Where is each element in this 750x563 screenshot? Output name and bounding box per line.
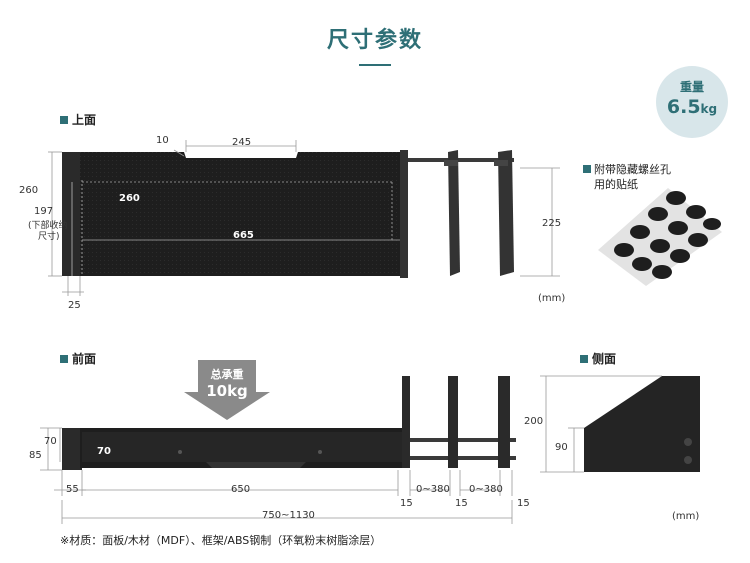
dim-top-245: 245 <box>232 137 252 148</box>
weight-value-wrap: 6.5kg <box>656 96 728 118</box>
dim-top-197-note-1: (下部收纳 <box>28 221 68 231</box>
weight-value: 6.5 <box>666 96 701 118</box>
material-note: ※材质：面板/木材（MDF）、框架/ABS钢制（环氧粉末树脂涂层） <box>60 534 382 547</box>
dim-top-260-left: 260 <box>19 185 39 196</box>
dim-side-90: 90 <box>555 442 568 453</box>
square-bullet-icon <box>60 116 68 124</box>
unit-note-top: (mm) <box>538 293 566 304</box>
dim-front-70-left: 70 <box>44 436 57 447</box>
weight-unit: kg <box>700 102 718 116</box>
front-view-product <box>62 376 516 470</box>
front-view-dimension-lines <box>40 427 513 524</box>
weight-badge: 重量 6.5kg <box>656 66 728 138</box>
dim-front-55: 55 <box>66 484 79 495</box>
dim-top-197: 197 <box>34 206 54 217</box>
square-bullet-icon <box>60 355 68 363</box>
dim-front-650: 650 <box>231 484 251 495</box>
section-side-label: 侧面 <box>592 352 617 366</box>
section-top-label: 上面 <box>72 113 97 127</box>
accessory-line-1-text: 附带隐藏螺丝孔 <box>594 163 671 176</box>
load-arrow-icon <box>184 360 270 420</box>
dim-top-25: 25 <box>68 300 81 311</box>
accessory-line-2: 用的贴纸 <box>594 178 638 191</box>
dim-top-10: 10 <box>156 135 169 146</box>
square-bullet-icon <box>580 355 588 363</box>
sticker-sheet <box>598 188 722 286</box>
dim-front-380-a: 0~380 <box>416 484 450 495</box>
accessory-line-1: 附带隐藏螺丝孔 <box>583 162 683 177</box>
dim-side-200: 200 <box>524 416 544 427</box>
title-underline <box>359 64 391 66</box>
square-bullet-icon <box>583 165 591 173</box>
dim-front-70-inner: 70 <box>97 446 111 457</box>
top-view-dimension-lines <box>48 140 560 296</box>
dim-front-85: 85 <box>29 450 42 461</box>
dim-top-665: 665 <box>233 230 254 241</box>
section-top-heading: 上面 <box>60 111 96 128</box>
accessory-note: 附带隐藏螺丝孔 用的贴纸 <box>583 162 683 192</box>
side-view-dimension-lines <box>540 375 662 473</box>
section-front-label: 前面 <box>72 352 97 366</box>
section-front-heading: 前面 <box>60 350 96 367</box>
dim-front-380-b: 0~380 <box>469 484 503 495</box>
dim-front-750: 750~1130 <box>262 510 315 521</box>
dim-top-225: 225 <box>542 218 562 229</box>
page-title: 尺寸参数 <box>326 28 423 53</box>
section-side-heading: 侧面 <box>580 350 616 367</box>
side-view-product <box>584 376 700 472</box>
load-value: 10kg <box>206 382 248 400</box>
weight-label: 重量 <box>679 80 704 94</box>
load-label: 总承重 <box>210 368 244 381</box>
dim-front-15-b: 15 <box>455 498 468 509</box>
dim-front-15-a: 15 <box>400 498 413 509</box>
dim-top-197-note-2: 尺寸) <box>38 232 60 242</box>
dim-top-260-inner: 260 <box>119 193 140 204</box>
dim-front-15-c: 15 <box>517 498 530 509</box>
top-view-product <box>62 150 514 278</box>
unit-note-front: (mm) <box>672 511 700 522</box>
